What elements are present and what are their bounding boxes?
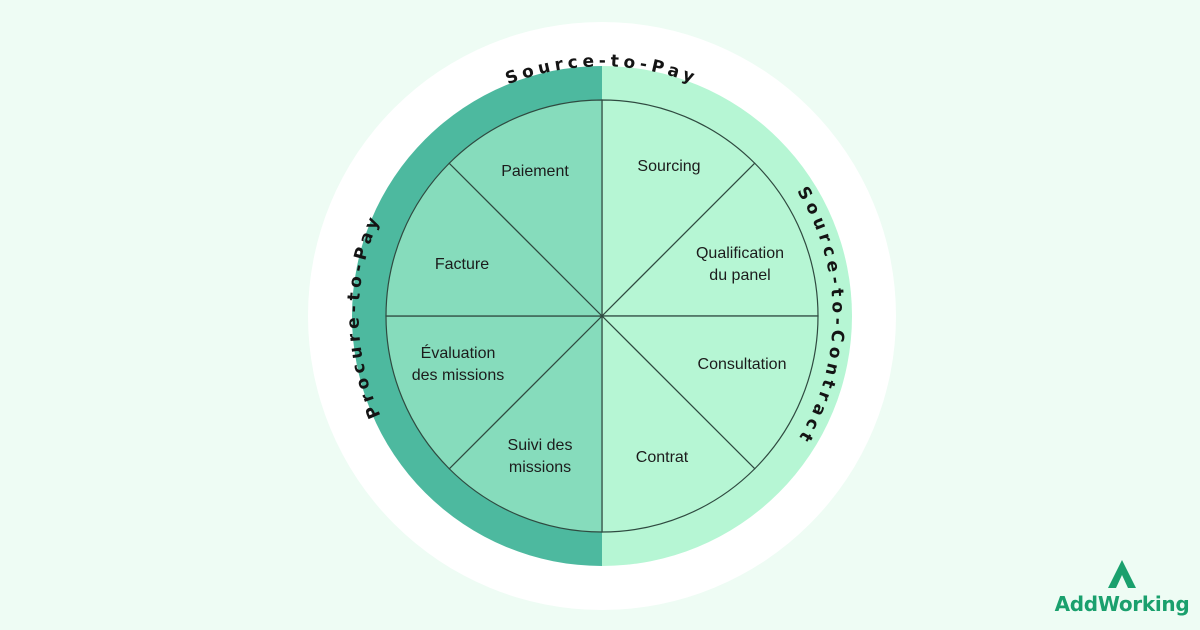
sector-label-line: Suivi des <box>508 437 573 454</box>
sector-label: Suivi des missions <box>508 437 573 476</box>
sector-label: Évaluation des missions <box>412 343 504 384</box>
sector-label-line: Facture <box>435 256 489 273</box>
sector-label: Contrat <box>636 449 689 466</box>
logo-text: AddWorking <box>1054 592 1190 616</box>
sector-label-line: Sourcing <box>637 158 700 175</box>
sector-label: Qualification du panel <box>696 245 784 284</box>
sector-label-line: Contrat <box>636 449 689 466</box>
wheel-sector <box>385 162 604 317</box>
sector-label-line: Paiement <box>501 163 569 180</box>
wheel-sector <box>448 99 603 318</box>
sector-label: Consultation <box>698 356 787 373</box>
wheel-sector <box>601 99 756 318</box>
addworking-a-icon <box>1108 560 1136 588</box>
sector-label-line: Évaluation <box>421 343 496 362</box>
wheel-sector <box>385 315 604 470</box>
sector-label: Facture <box>435 256 489 273</box>
sector-label: Paiement <box>501 163 569 180</box>
wheel-sector <box>600 315 819 470</box>
sector-label-line: Qualification <box>696 245 784 262</box>
wheel-sector <box>600 162 819 317</box>
sector-label-line: missions <box>509 459 571 476</box>
sector-label-line: Consultation <box>698 356 787 373</box>
wheel-sector <box>448 314 603 533</box>
wheel-sector <box>601 314 756 533</box>
sector-label-line: des missions <box>412 367 504 384</box>
addworking-logo: AddWorking <box>1052 556 1192 620</box>
sector-label: Sourcing <box>637 158 700 175</box>
sector-label-line: du panel <box>709 267 770 284</box>
